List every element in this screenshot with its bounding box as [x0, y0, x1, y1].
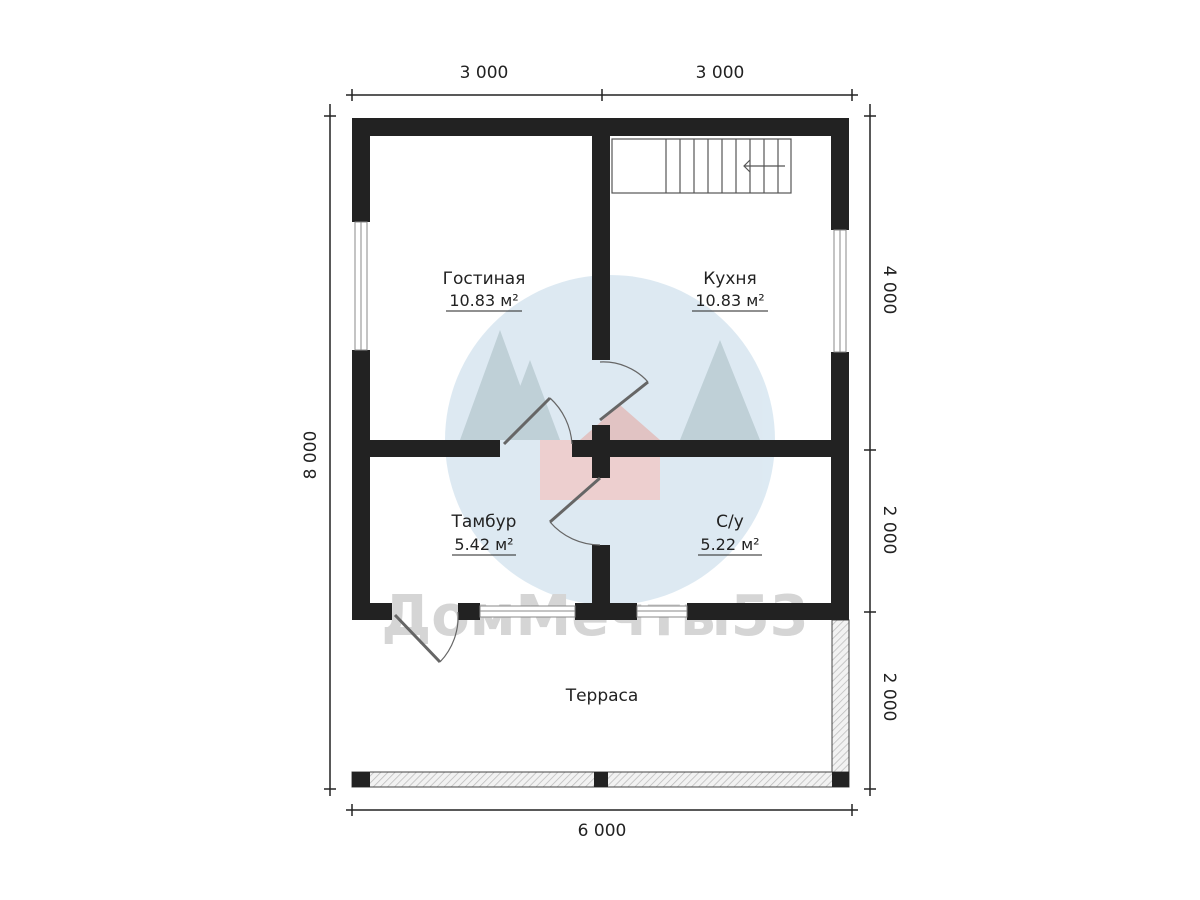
room-name-living: Гостиная: [443, 269, 526, 289]
dim-right-middle: 2 000: [879, 506, 899, 555]
room-area-bathroom: 5.22 м²: [700, 535, 759, 554]
room-area-vestibule: 5.42 м²: [454, 535, 513, 554]
room-name-bathroom: С/у: [716, 512, 744, 532]
dim-top-left: 3 000: [460, 63, 509, 83]
room-name-kitchen: Кухня: [703, 269, 757, 289]
dim-top-right: 3 000: [696, 63, 745, 83]
room-name-terrace: Терраса: [565, 686, 639, 706]
walls: [352, 118, 849, 620]
dim-left: 8 000: [301, 431, 321, 480]
dimension-lines: [324, 89, 876, 816]
room-area-living: 10.83 м²: [449, 291, 518, 310]
doors: [393, 361, 649, 664]
windows: [354, 221, 847, 618]
staircase: [611, 138, 792, 194]
dim-right-top: 4 000: [879, 266, 899, 315]
room-name-vestibule: Тамбур: [451, 512, 517, 532]
terrace-railing: [351, 619, 850, 788]
dim-bottom: 6 000: [578, 821, 627, 841]
dim-right-bottom: 2 000: [879, 673, 899, 722]
room-area-kitchen: 10.83 м²: [695, 291, 764, 310]
